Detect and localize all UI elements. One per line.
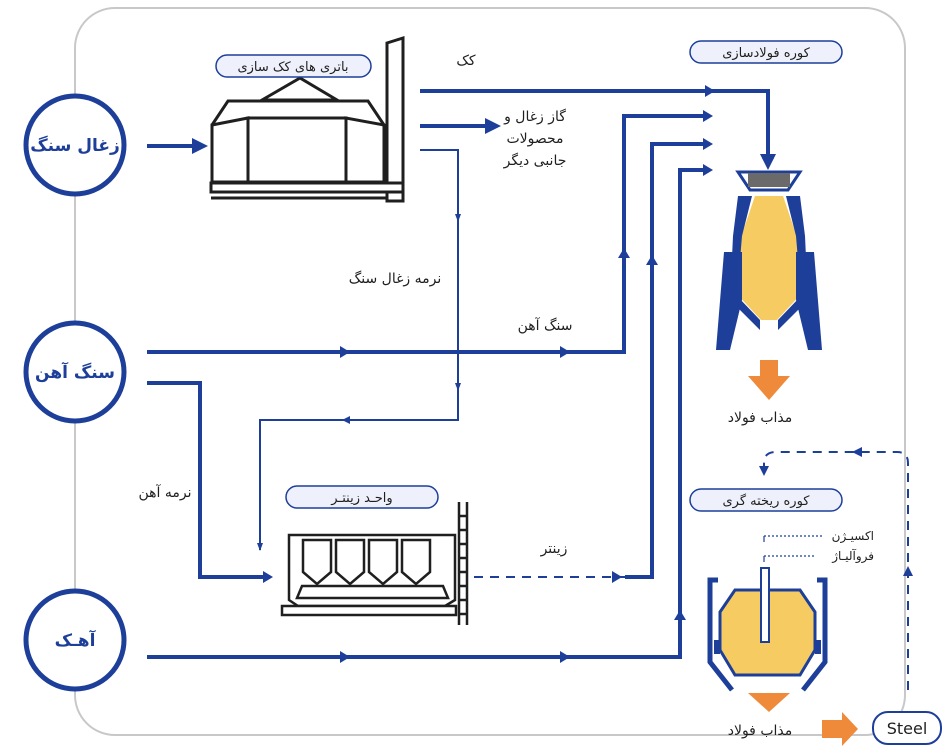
arrowhead	[560, 651, 570, 663]
arrowhead	[762, 158, 774, 168]
arrowhead	[560, 346, 570, 358]
coal-node-label: زغال سنگ	[30, 135, 120, 156]
arrowhead	[342, 416, 350, 424]
oxygen-label: اکسیـژن	[832, 529, 874, 544]
arrowhead	[257, 543, 263, 551]
flow-labels: کک گاز زغال و محصولات جانبی دیگر نرمه زغ…	[138, 53, 792, 739]
sinter-unit-icon	[280, 502, 469, 625]
steel-furnace-icon	[716, 170, 822, 350]
svg-text:کوره فولادسازی: کوره فولادسازی	[722, 46, 810, 61]
arrowhead	[618, 248, 630, 258]
svg-text:کوره ریخته گری: کوره ریخته گری	[723, 493, 811, 509]
arrowhead	[674, 610, 686, 620]
iron-ore-node-label: سنگ آهن	[35, 361, 115, 383]
coke-battery-icon	[209, 35, 405, 203]
sinter-line	[625, 142, 708, 579]
steel-output-arrow	[822, 712, 858, 746]
coke-battery-tag: باتری های کک سازی	[215, 54, 372, 78]
iron-fines-line	[147, 381, 270, 579]
lime-node: آهـک	[23, 588, 127, 692]
arrowhead	[612, 571, 622, 583]
coke-label: کک	[456, 53, 476, 69]
casting-furnace-tag: کوره ریخته گری	[689, 488, 843, 512]
arrowhead	[852, 447, 862, 457]
arrowhead	[703, 164, 713, 176]
dashed-lines	[474, 451, 909, 690]
arrowhead	[455, 214, 461, 222]
molten-steel-arrow-1	[748, 360, 790, 400]
svg-text:واحـد زینتـر: واحـد زینتـر	[330, 491, 392, 506]
arrowhead	[340, 346, 350, 358]
gas-label-1: گاز زغال و	[503, 108, 566, 125]
coke-to-furnace-line	[420, 89, 776, 170]
steel-badge: Steel	[872, 711, 942, 745]
coal-node: زغال سنگ	[23, 93, 127, 197]
arrowhead	[263, 571, 273, 583]
sinter-unit-tag: واحـد زینتـر	[285, 485, 439, 509]
flow-lines	[147, 89, 776, 659]
arrowhead	[646, 255, 658, 265]
iron-ore-node: سنگ آهن	[23, 320, 127, 424]
lime-line	[147, 168, 708, 659]
arrowhead	[705, 85, 715, 97]
arrowhead	[488, 120, 499, 132]
molten-steel-label-2: مذاب فولاد	[728, 723, 793, 739]
arrowhead	[703, 110, 713, 122]
iron-ore-flow-label: سنگ آهن	[518, 317, 573, 334]
ferroalloy-label: فروآلیـاژ	[831, 548, 874, 564]
arrowhead	[192, 140, 203, 152]
casting-furnace-icon	[707, 567, 828, 692]
coal-fines-line	[259, 149, 459, 550]
arrowhead	[759, 466, 769, 476]
svg-text:Steel: Steel	[887, 719, 928, 738]
molten-steel-arrow-2	[748, 693, 790, 712]
arrowhead	[703, 138, 713, 150]
sinter-label: زینتر	[540, 541, 568, 557]
recycle-dashed-line	[763, 451, 909, 690]
svg-text:باتری های کک سازی: باتری های کک سازی	[237, 60, 348, 75]
molten-steel-label-1: مذاب فولاد	[728, 410, 793, 426]
flow-arrowheads	[192, 85, 913, 663]
arrowhead	[455, 383, 461, 391]
gas-label-2: محصولات	[506, 131, 563, 147]
coal-fines-label: نرمه زغال سنگ	[349, 270, 442, 287]
casting-inputs: اکسیـژن فروآلیـاژ	[763, 529, 874, 564]
arrowhead	[903, 566, 913, 576]
lime-node-label: آهـک	[55, 629, 97, 651]
gas-label-3: جانبی دیگر	[503, 152, 567, 169]
iron-fines-label: نرمه آهن	[138, 484, 191, 501]
arrowhead	[340, 651, 350, 663]
thin-lines	[259, 149, 459, 550]
iron-ore-line	[147, 114, 708, 354]
steel-furnace-tag: کوره فولادسازی	[689, 40, 843, 64]
